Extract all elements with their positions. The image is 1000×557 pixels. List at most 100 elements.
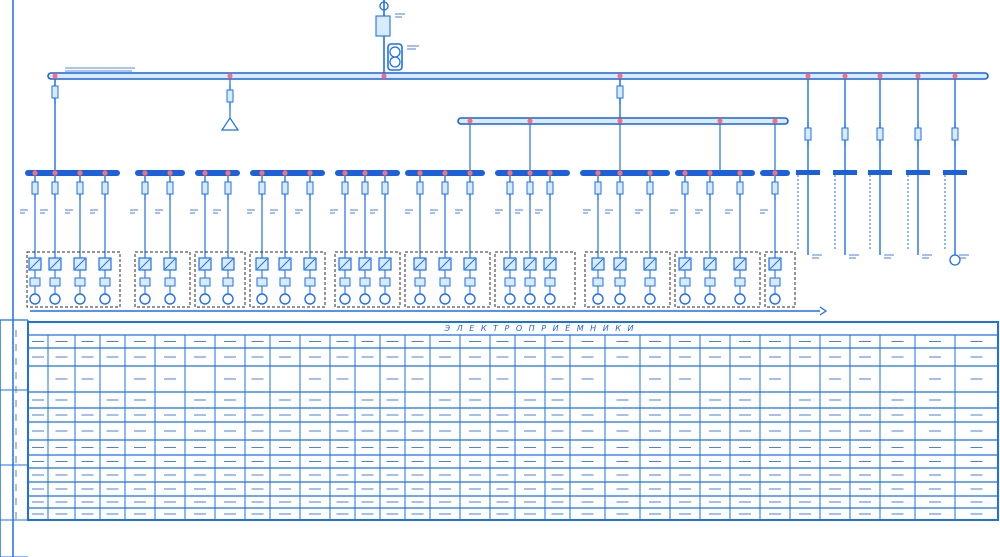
label-marks <box>725 209 733 214</box>
breaker-symbol <box>771 181 779 195</box>
breaker-symbol <box>101 181 109 195</box>
table-title: Э Л Е К Т Р О П Р И Ё М Н И К И <box>444 323 636 333</box>
breaker-symbol <box>281 181 289 195</box>
table-border <box>27 321 999 521</box>
breaker-symbol <box>341 181 349 195</box>
motor-symbol <box>644 293 656 305</box>
junction-node <box>467 170 473 176</box>
junction-node <box>877 73 883 79</box>
label-marks <box>670 209 678 214</box>
breaker-symbol <box>224 181 232 195</box>
motor-symbol <box>339 293 351 305</box>
label-marks <box>430 209 438 214</box>
breaker-symbol <box>876 127 884 141</box>
contact-symbol <box>414 277 426 287</box>
contact-symbol <box>29 277 41 287</box>
label-marks <box>395 13 405 18</box>
motor-symbol <box>439 293 451 305</box>
section-busbar <box>25 170 120 176</box>
label-marks <box>455 209 463 214</box>
drawing-frame <box>0 0 29 557</box>
label-marks <box>370 209 378 214</box>
label-marks <box>583 209 591 214</box>
junction-node <box>737 170 743 176</box>
contact-symbol <box>524 277 536 287</box>
starter-diagonal <box>379 258 391 270</box>
ground-symbol <box>220 116 240 131</box>
consumer-block-outline <box>674 251 761 308</box>
junction-node <box>617 170 623 176</box>
junction-node <box>202 170 208 176</box>
meter-symbol <box>375 15 391 37</box>
starter-diagonal <box>769 258 781 270</box>
motor-symbol <box>949 254 961 266</box>
label-marks <box>350 209 358 214</box>
consumer-block-outline <box>334 251 401 308</box>
breaker-symbol <box>258 181 266 195</box>
breaker-symbol <box>361 181 369 195</box>
starter-diagonal <box>99 258 111 270</box>
contact-symbol <box>592 277 604 287</box>
contact-symbol <box>734 277 746 287</box>
breaker-symbol <box>416 181 424 195</box>
contact-symbol <box>644 277 656 287</box>
starter-diagonal <box>139 258 151 270</box>
starter-diagonal <box>74 258 86 270</box>
contact-symbol <box>439 277 451 287</box>
contact-symbol <box>49 277 61 287</box>
contact-symbol <box>304 277 316 287</box>
contact-symbol <box>679 277 691 287</box>
motor-symbol <box>304 293 316 305</box>
junction-node <box>682 170 688 176</box>
breaker-symbol <box>201 181 209 195</box>
label-marks <box>90 209 98 214</box>
consumer-block-outline <box>404 251 491 308</box>
starter-diagonal <box>592 258 604 270</box>
junction-node <box>362 170 368 176</box>
starter-diagonal <box>544 258 556 270</box>
junction-node <box>805 73 811 79</box>
label-marks <box>407 45 419 50</box>
motor-symbol <box>359 293 371 305</box>
main-supply-feeder <box>375 0 419 76</box>
transformer-coil-icon <box>389 56 401 68</box>
label-marks <box>922 254 932 259</box>
breaker-symbol <box>914 127 922 141</box>
breaker-symbol <box>736 181 744 195</box>
breaker-symbol <box>646 181 654 195</box>
section-busbar <box>580 170 670 176</box>
contact-symbol <box>339 277 351 287</box>
starter-diagonal <box>679 258 691 270</box>
transformer-symbol <box>387 43 403 71</box>
breaker-symbol <box>804 127 812 141</box>
junction-node <box>52 73 58 79</box>
starter-diagonal <box>504 258 516 270</box>
breaker-symbol <box>51 181 59 195</box>
consumer-block-outline <box>764 251 796 308</box>
label-marks <box>213 209 221 214</box>
starter-diagonal <box>704 258 716 270</box>
junction-node <box>527 170 533 176</box>
breaker-symbol <box>546 181 554 195</box>
starter-diagonal <box>304 258 316 270</box>
label-marks <box>40 209 48 214</box>
label-marks <box>535 209 543 214</box>
junction-node <box>342 170 348 176</box>
motor-symbol <box>679 293 691 305</box>
sub-bus-short <box>796 170 820 175</box>
supply-source-symbol <box>379 1 389 11</box>
breaker-symbol <box>841 127 849 141</box>
contact-symbol <box>279 277 291 287</box>
contact-symbol <box>256 277 268 287</box>
label-marks <box>295 209 303 214</box>
junction-node <box>102 170 108 176</box>
contact-symbol <box>222 277 234 287</box>
section-busbar <box>195 170 240 176</box>
junction-node <box>225 170 231 176</box>
breaker-symbol <box>141 181 149 195</box>
junction-node <box>647 170 653 176</box>
contact-symbol <box>139 277 151 287</box>
junction-node <box>842 73 848 79</box>
label-marks <box>849 254 859 259</box>
junction-node <box>282 170 288 176</box>
